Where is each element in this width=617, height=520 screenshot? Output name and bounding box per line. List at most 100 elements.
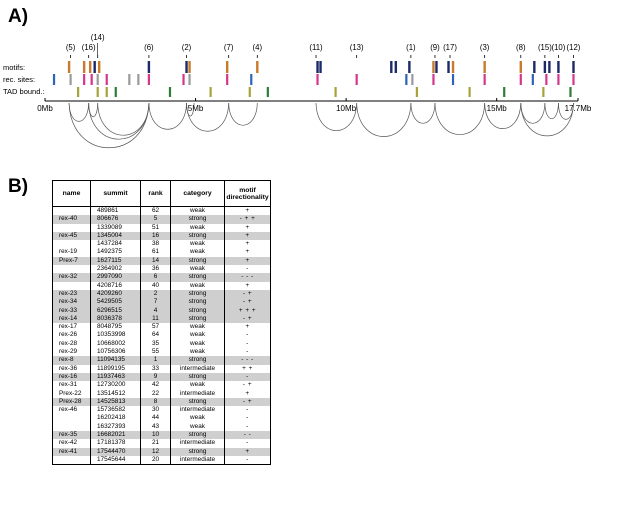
cell-summit: 16682021 xyxy=(90,431,141,440)
cell-category: weak xyxy=(170,323,225,332)
cell-motif-directionality: - + xyxy=(224,314,271,324)
motif-mark xyxy=(572,61,575,73)
tad-boundary-mark xyxy=(209,87,212,97)
motif-mark xyxy=(93,61,96,73)
site-number-label: (5) xyxy=(66,43,76,52)
cell-summit: 16327393 xyxy=(90,422,141,432)
cell-name: rex-32 xyxy=(52,273,91,282)
cell-category: weak xyxy=(170,248,225,257)
rec-site-mark xyxy=(226,74,229,85)
tad-boundary-mark xyxy=(96,87,99,97)
cell-motif-directionality: + xyxy=(224,206,271,216)
panel-b-label: B) xyxy=(8,176,29,197)
cell-motif-directionality: - xyxy=(224,348,271,357)
site-number-label: (14) xyxy=(91,33,105,42)
cell-category: strong xyxy=(170,256,225,266)
table-header-row: name summit rank category motif directio… xyxy=(52,180,271,207)
rec-site-mark xyxy=(137,74,140,85)
site-number-label: (10) xyxy=(551,43,565,52)
cell-summit: 1339089 xyxy=(90,223,141,232)
motif-mark xyxy=(98,61,101,73)
cell-category: strong xyxy=(170,215,225,224)
rec-site-mark xyxy=(90,74,93,85)
cell-name: rex-23 xyxy=(52,289,91,299)
cell-summit: 4208716 xyxy=(90,281,141,290)
motif-mark xyxy=(432,61,435,73)
motif-mark xyxy=(543,61,547,73)
rec-site-mark xyxy=(572,74,575,85)
cell-name: rex-16 xyxy=(52,372,91,382)
cell-name: rex-35 xyxy=(52,431,91,440)
cell-motif-directionality: + xyxy=(224,281,271,290)
header-category: category xyxy=(170,180,225,207)
track-label: rec. sites: xyxy=(3,75,35,84)
rec-site-mark xyxy=(69,74,72,85)
cell-motif-directionality: - xyxy=(224,265,271,274)
cell-rank: 6 xyxy=(140,273,171,282)
cell-summit: 806676 xyxy=(90,215,141,224)
cell-category: strong xyxy=(170,306,225,315)
interaction-arc xyxy=(228,102,258,126)
rec-site-mark xyxy=(483,74,486,85)
motif-mark xyxy=(447,61,450,73)
cell-category: strong xyxy=(170,289,225,299)
tad-boundary-mark xyxy=(266,87,269,97)
interaction-arc xyxy=(434,102,485,135)
cell-summit: 8048795 xyxy=(90,323,141,332)
cell-rank: 62 xyxy=(140,206,171,216)
cell-category: weak xyxy=(170,422,225,432)
cell-motif-directionality: - + xyxy=(224,381,271,390)
cell-rank: 57 xyxy=(140,323,171,332)
cell-name: rex-42 xyxy=(59,439,78,447)
cell-category: strong xyxy=(170,397,225,407)
cell-summit: 489861 xyxy=(90,206,141,216)
cell-rank: 40 xyxy=(140,281,171,290)
cell-category: strong xyxy=(170,273,225,282)
cell-summit: 1345004 xyxy=(90,231,141,241)
rec-site-mark xyxy=(105,74,108,85)
cell-summit: 17181378 xyxy=(90,439,141,448)
track-label: motifs: xyxy=(3,63,25,72)
cell-name xyxy=(53,207,91,216)
tad-boundary-mark xyxy=(569,87,572,97)
rec-site-mark xyxy=(355,74,358,85)
cell-summit: 11937463 xyxy=(90,372,141,382)
cell-name xyxy=(53,224,91,232)
interaction-arc xyxy=(356,102,412,137)
cell-rank: 61 xyxy=(140,248,171,257)
motif-mark xyxy=(67,61,71,73)
rex-sites-table: name summit rank category motif directio… xyxy=(52,180,271,466)
cell-name xyxy=(53,265,91,273)
cell-motif-directionality: + xyxy=(224,323,271,332)
axis-tick-label: 15Mb xyxy=(487,104,508,113)
header-motif-directionality: motif directionality xyxy=(224,180,271,207)
interaction-arc xyxy=(186,102,230,132)
site-number-label: (9) xyxy=(430,43,440,52)
interaction-arc xyxy=(68,102,150,148)
interaction-arc xyxy=(520,102,574,137)
cell-motif-directionality: - xyxy=(224,422,271,432)
cell-category: intermediate xyxy=(170,406,225,415)
cell-rank: 7 xyxy=(140,298,171,307)
cell-motif-directionality: - + + xyxy=(224,215,271,224)
motif-mark xyxy=(188,61,191,73)
rec-site-mark xyxy=(182,74,185,85)
cell-summit: 10353998 xyxy=(90,331,141,340)
cell-motif-directionality: + xyxy=(224,447,271,456)
cell-motif-directionality: - + xyxy=(224,298,271,307)
